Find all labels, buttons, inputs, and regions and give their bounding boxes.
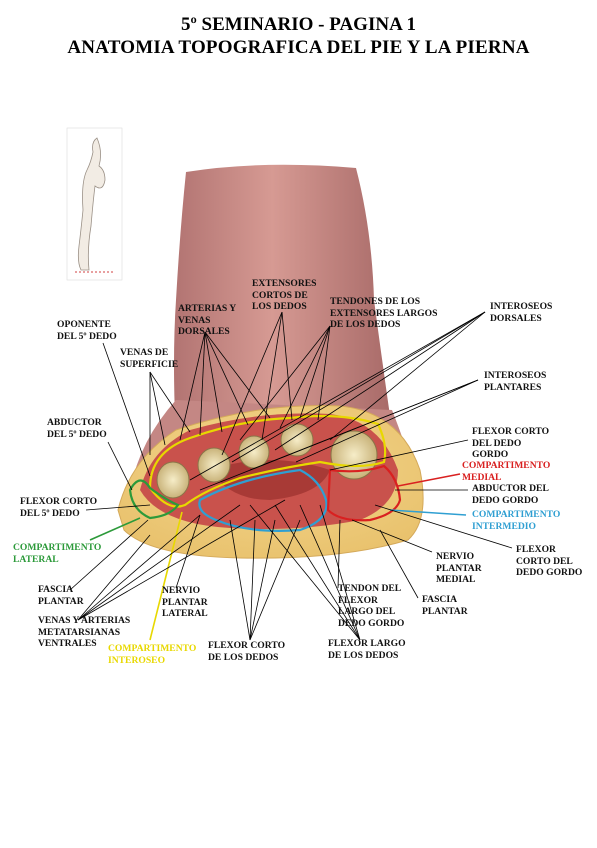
label-nervio-plantar-lateral: NERVIO PLANTAR LATERAL bbox=[162, 585, 208, 619]
label-flexor-corto-5-dedo: FLEXOR CORTO DEL 5º DEDO bbox=[20, 496, 98, 519]
label-flexor-largo-dedos: FLEXOR LARGO DE LOS DEDOS bbox=[328, 638, 406, 661]
label-flexor-corto-gordo-bottom: FLEXOR CORTO DEL DEDO GORDO bbox=[516, 544, 583, 578]
label-oponente-5-dedo: OPONENTE DEL 5º DEDO bbox=[57, 319, 117, 342]
label-tendones-extensores: TENDONES DE LOS EXTENSORES LARGOS DE LOS… bbox=[330, 296, 438, 330]
label-tendon-flexor-largo: TENDON DEL FLEXOR LARGO DEL DEDO GORDO bbox=[338, 583, 405, 629]
label-arterias-venas-dorsales: ARTERIAS Y VENAS DORSALES bbox=[178, 303, 237, 337]
label-interoseos-dorsales: INTEROSEOS DORSALES bbox=[490, 301, 553, 324]
compartimento-lateral-outline bbox=[128, 479, 180, 520]
label-abductor-5-dedo: ABDUCTOR DEL 5º DEDO bbox=[47, 417, 107, 440]
page-title-line-1: 5º SEMINARIO - PAGINA 1 bbox=[181, 14, 416, 35]
label-fascia-plantar-left: FASCIA PLANTAR bbox=[38, 584, 84, 607]
page-title-line-2: ANATOMIA TOPOGRAFICA DEL PIE Y LA PIERNA bbox=[67, 37, 530, 58]
compartimento-interoseo-outline bbox=[148, 414, 387, 508]
label-flexor-corto-dedos: FLEXOR CORTO DE LOS DEDOS bbox=[208, 640, 286, 663]
label-venas-arterias-metatarsianas: VENAS Y ARTERIAS METATARSIANAS VENTRALES bbox=[38, 615, 131, 649]
label-flexor-corto-gordo-top: FLEXOR CORTO DEL DEDO GORDO bbox=[472, 426, 550, 460]
label-compartimento-medial: COMPARTIMENTO MEDIAL bbox=[462, 460, 551, 483]
label-extensores-cortos: EXTENSORES CORTOS DE LOS DEDOS bbox=[252, 278, 317, 312]
label-abductor-dedo-gordo: ABDUCTOR DEL DEDO GORDO bbox=[472, 483, 549, 506]
compartimento-medial-outline bbox=[326, 464, 402, 522]
label-venas-superficie: VENAS DE SUPERFICIE bbox=[120, 347, 179, 370]
label-compartimento-intermedio: COMPARTIMENTO INTERMEDIO bbox=[472, 509, 561, 532]
leader-lines bbox=[69, 311, 513, 641]
label-interoseos-plantares: INTEROSEOS PLANTARES bbox=[484, 370, 547, 393]
label-nervio-plantar-medial: NERVIO PLANTAR MEDIAL bbox=[436, 551, 482, 585]
label-compartimento-interoseo: COMPARTIMENTO INTEROSEO bbox=[108, 643, 197, 666]
label-compartimento-lateral: COMPARTIMENTO LATERAL bbox=[13, 542, 102, 565]
reference-thumbnail bbox=[66, 127, 123, 281]
label-fascia-plantar-right: FASCIA PLANTAR bbox=[422, 594, 468, 617]
